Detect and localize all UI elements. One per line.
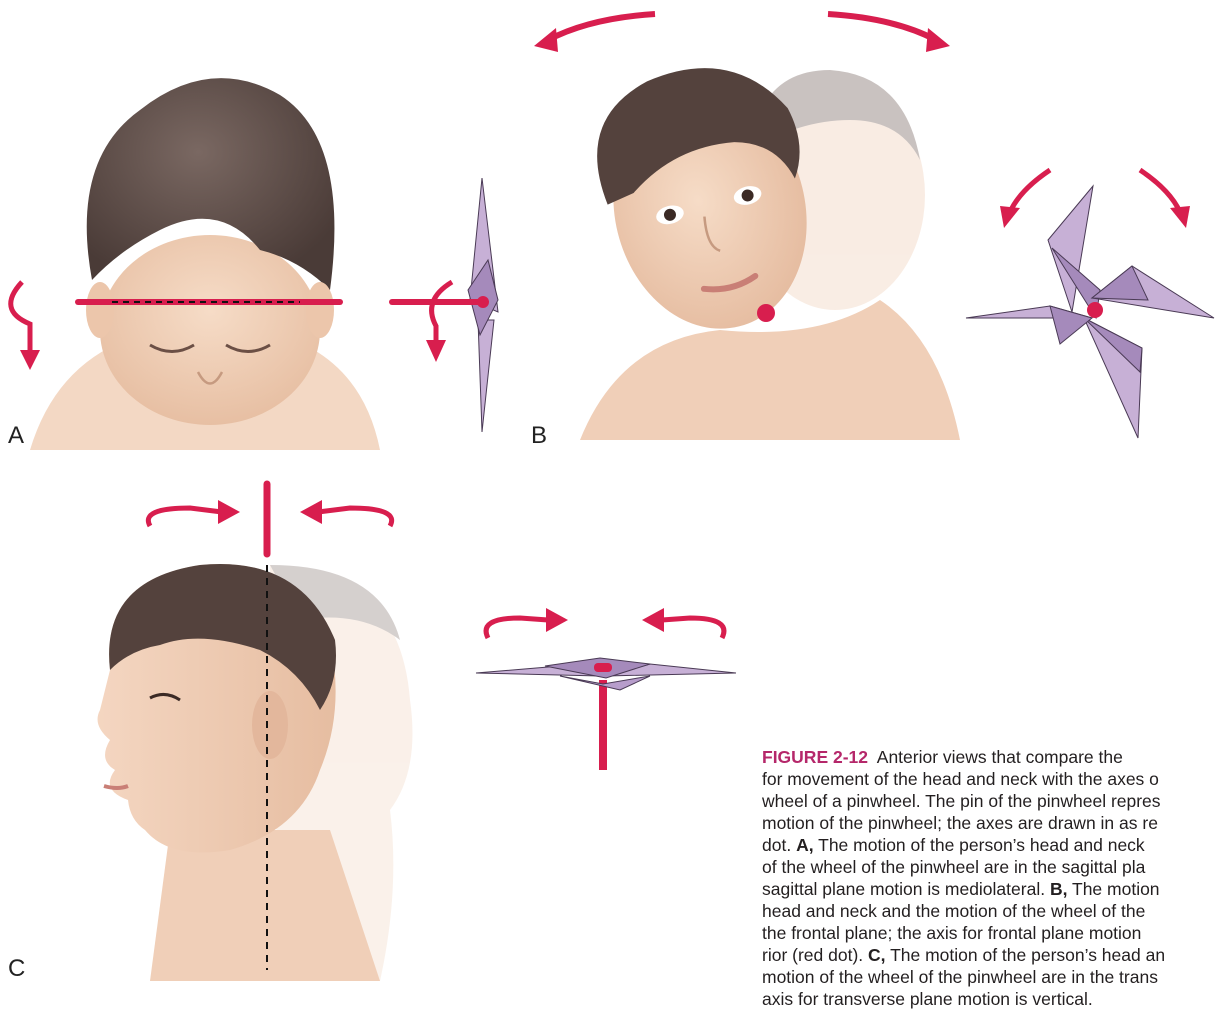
caption-text-7b: The motion [1072, 879, 1160, 899]
rotation-arrow-left-b [548, 14, 655, 40]
panel-label-b: B [531, 422, 547, 450]
axis-dot-b [757, 304, 775, 322]
caption-text-10b: The motion of the person’s head an [890, 945, 1165, 965]
face-a [100, 235, 320, 425]
caption-line-7: sagittal plane motion is mediolateral. B… [762, 878, 1217, 900]
caption-text-5a: dot. [762, 835, 791, 855]
ear-right-a [306, 282, 334, 338]
pinwheel-side-view-a [392, 178, 498, 432]
pinwheel-top-view-c [476, 658, 736, 770]
rotation-arrow-pinwheel-right-c [662, 618, 724, 638]
rotation-arrow-pinwheel-right-b [1140, 170, 1180, 212]
rotation-arrow-right-b [828, 14, 936, 40]
rotation-arrow-pinwheel-left-c [486, 618, 548, 638]
caption-line-3: wheel of a pinwheel. The pin of the pinw… [762, 790, 1217, 812]
caption-text-1: Anterior views that compare the [877, 747, 1123, 767]
caption-line-8: head and neck and the motion of the whee… [762, 900, 1217, 922]
arrowhead-pinwheel-right-b [1170, 206, 1190, 228]
figure-caption: FIGURE 2-12 Anterior views that compare … [762, 746, 1217, 1010]
arrowhead-pinwheel-left-c [546, 608, 568, 632]
arrowhead-pinwheel-a [426, 340, 446, 362]
caption-marker-b: B, [1050, 879, 1068, 899]
caption-text-7a: sagittal plane motion is mediolateral. [762, 879, 1045, 899]
caption-line-2: for movement of the head and neck with t… [762, 768, 1217, 790]
mouth-c [104, 786, 128, 788]
rotation-arrow-left-c [148, 508, 222, 526]
caption-line-10: rior (red dot). C, The motion of the per… [762, 944, 1217, 966]
ear-c [252, 691, 288, 759]
arrowhead-pinwheel-left-b [1000, 206, 1020, 228]
caption-line-1: FIGURE 2-12 Anterior views that compare … [762, 746, 1217, 768]
ear-left-a [86, 282, 114, 338]
pinwheel-front-view-b [966, 186, 1214, 438]
panel-b-illustration [520, 0, 1217, 450]
caption-text-5b: The motion of the person’s head and neck [818, 835, 1145, 855]
arrowhead-a [20, 350, 40, 370]
caption-line-4: motion of the pinwheel; the axes are dra… [762, 812, 1217, 834]
arrowhead-right-b [926, 28, 950, 52]
caption-line-9: the frontal plane; the axis for frontal … [762, 922, 1217, 944]
arrowhead-left-b [534, 28, 558, 52]
caption-marker-c: C, [868, 945, 886, 965]
arrowhead-pinwheel-right-c [642, 608, 664, 632]
caption-text-10a: rior (red dot). [762, 945, 863, 965]
arrowhead-left-c [218, 500, 240, 524]
caption-line-12: axis for transverse plane motion is vert… [762, 988, 1217, 1010]
panel-label-a: A [8, 422, 24, 450]
arrowhead-right-c [300, 500, 322, 524]
caption-line-11: motion of the wheel of the pinwheel are … [762, 966, 1217, 988]
caption-line-6: of the wheel of the pinwheel are in the … [762, 856, 1217, 878]
rotation-arrow-pinwheel-a [432, 282, 452, 342]
panel-c-illustration [0, 470, 760, 981]
rotation-arrow-right-c [318, 508, 392, 526]
caption-line-5: dot. A, The motion of the person’s head … [762, 834, 1217, 856]
panel-label-c: C [8, 955, 25, 983]
rotation-arrow-a [11, 282, 30, 352]
rotation-arrow-pinwheel-left-b [1010, 170, 1050, 212]
figure-id: FIGURE 2-12 [762, 747, 868, 767]
panel-a-illustration [0, 0, 520, 450]
caption-marker-a: A, [796, 835, 814, 855]
